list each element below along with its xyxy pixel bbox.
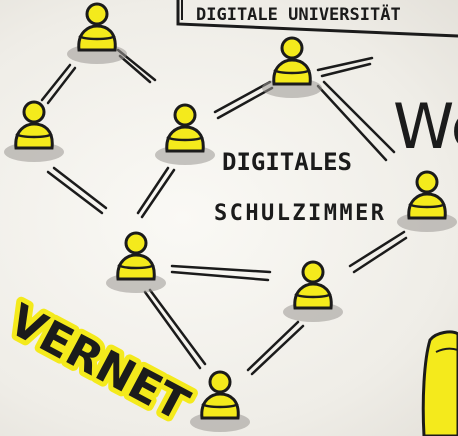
yellow-object <box>421 330 458 436</box>
banner-text: DIGITALE UNIVERSITÄT <box>196 3 401 25</box>
right-word-partial: We <box>393 90 458 163</box>
person-icon <box>188 370 252 434</box>
label-line-1: DIGITALES <box>222 148 352 176</box>
banner: DIGITALE UNIVERSITÄT <box>176 0 458 38</box>
label-line-2: SCHULZIMMER <box>214 201 385 226</box>
person-icon <box>260 36 324 100</box>
person-icon <box>65 2 129 66</box>
center-label: DIGITALES SCHULZIMMER <box>214 148 385 226</box>
person-icon <box>104 231 168 295</box>
person-icon <box>153 103 217 167</box>
person-icon <box>395 170 458 234</box>
person-icon <box>2 100 66 164</box>
person-icon <box>281 260 345 324</box>
network-lines <box>40 48 408 376</box>
